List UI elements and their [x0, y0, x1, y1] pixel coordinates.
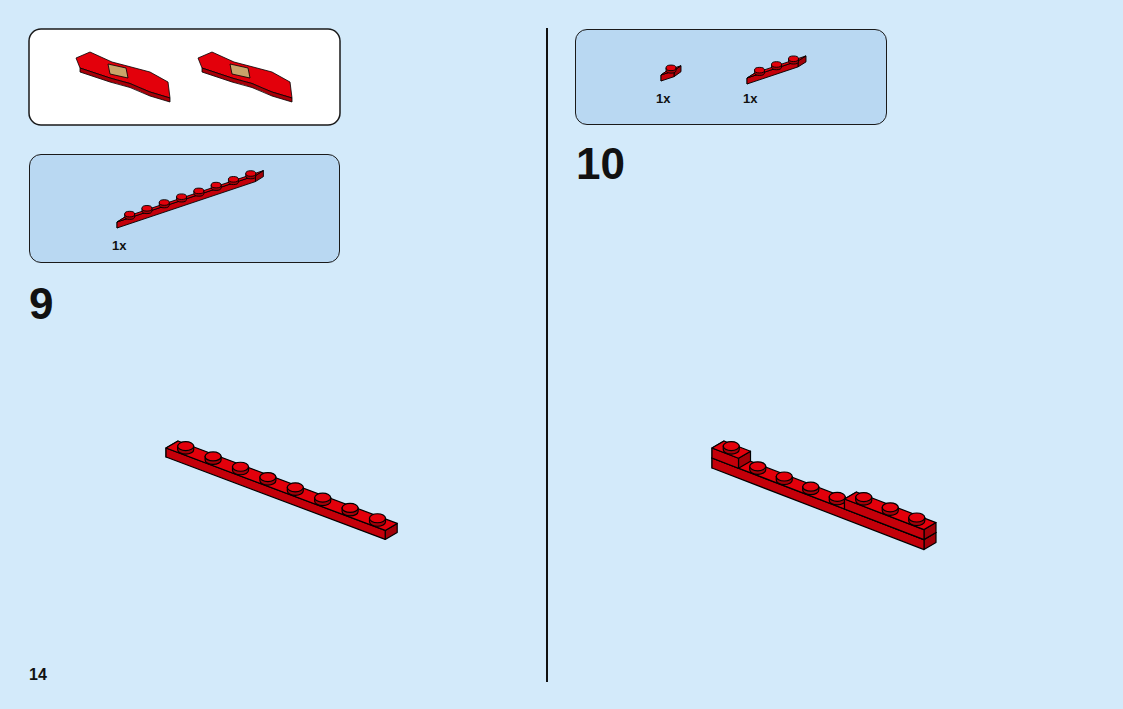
step-number: 10 — [576, 142, 625, 186]
stud — [789, 56, 799, 62]
stud — [178, 442, 194, 451]
plate-stroke — [845, 492, 937, 530]
part-picture — [30, 155, 341, 264]
plate-stroke — [747, 61, 798, 84]
stud — [829, 492, 845, 501]
plate-stroke — [747, 56, 806, 78]
stud — [260, 473, 276, 482]
stud — [370, 514, 386, 523]
dragon-part — [198, 52, 292, 102]
plate-stroke — [712, 458, 924, 550]
stud — [228, 177, 238, 183]
page-number: 14 — [29, 667, 47, 683]
plate-stroke — [166, 448, 385, 539]
step-number: 9 — [29, 282, 53, 326]
stud — [856, 493, 872, 502]
plate-stroke — [845, 499, 925, 540]
part-count: 1x — [656, 92, 670, 105]
dragon-part — [76, 52, 170, 102]
stud — [246, 171, 256, 177]
stud — [211, 182, 221, 188]
part-picture — [117, 171, 263, 228]
step-10-model — [712, 441, 936, 550]
parts-callout: 1x 1x — [575, 29, 887, 125]
stud — [205, 452, 221, 461]
stud — [315, 493, 331, 502]
subassembly-box — [29, 29, 340, 125]
plate-stroke — [712, 441, 751, 458]
stud — [750, 462, 766, 471]
part-count: 1x — [112, 239, 126, 252]
stud — [803, 482, 819, 491]
stud — [194, 188, 204, 194]
parts-callout: 1x — [29, 154, 340, 263]
stud — [909, 513, 925, 522]
stud — [882, 503, 898, 512]
stud — [772, 62, 782, 68]
plate-stroke — [661, 66, 681, 75]
stud — [159, 200, 169, 206]
stud — [233, 462, 249, 471]
stud — [177, 194, 187, 200]
part-count: 1x — [743, 92, 757, 105]
stud — [666, 65, 676, 71]
stud — [125, 211, 135, 217]
stud — [342, 503, 358, 512]
step-9-model — [166, 441, 397, 539]
plate-stroke — [117, 171, 263, 222]
stud — [287, 483, 303, 492]
stud — [723, 442, 739, 451]
part-picture — [661, 56, 806, 84]
plate-stroke — [117, 176, 255, 228]
stud — [755, 67, 765, 73]
divider-line — [546, 28, 548, 682]
stud — [142, 206, 152, 212]
plate-stroke — [166, 441, 397, 530]
part-picture — [576, 30, 888, 126]
plate-stroke — [712, 451, 936, 540]
stud — [776, 472, 792, 481]
